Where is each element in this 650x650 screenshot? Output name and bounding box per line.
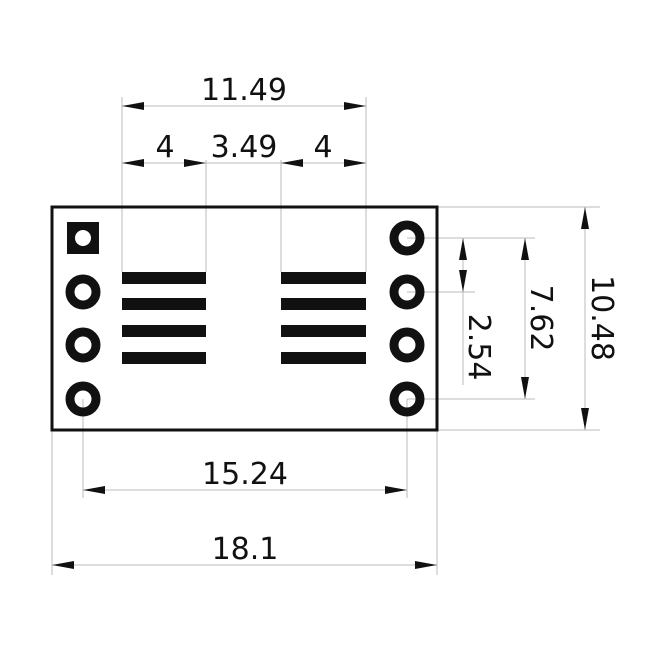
smd-pad-right-1 <box>281 272 366 284</box>
smd-pad-right-4 <box>281 352 366 364</box>
pin-1-hole <box>75 230 91 246</box>
left-pin-row <box>65 222 101 417</box>
pin-2-pad <box>65 274 101 310</box>
smd-pad-left-1 <box>122 272 206 284</box>
label-pin-span: 7.62 <box>523 285 558 352</box>
smd-pad-right-3 <box>281 325 366 337</box>
label-gap: 3.49 <box>211 130 278 165</box>
pin-6-pad <box>389 327 425 363</box>
label-board-width: 18.1 <box>212 532 279 567</box>
label-pad-left: 4 <box>155 130 174 165</box>
pin-5-pad <box>389 381 425 417</box>
pin-7-pad <box>389 274 425 310</box>
smd-pad-left-4 <box>122 352 206 364</box>
label-board-height: 10.48 <box>584 275 619 361</box>
dimension-lines <box>52 102 589 569</box>
smd-pad-left-3 <box>122 325 206 337</box>
smd-pad-left-2 <box>122 298 206 310</box>
label-pin-pitch: 2.54 <box>461 314 496 381</box>
pin-8-pad <box>389 220 425 256</box>
label-pad-right: 4 <box>313 130 332 165</box>
label-pin-row-spacing: 15.24 <box>202 457 288 492</box>
board-outline <box>50 205 439 432</box>
label-smd-span: 11.49 <box>201 73 287 108</box>
smd-pads <box>122 272 366 364</box>
right-pin-row <box>389 220 425 417</box>
pin-4-pad <box>65 381 101 417</box>
pin-3-pad <box>65 327 101 363</box>
smd-pad-right-2 <box>281 298 366 310</box>
